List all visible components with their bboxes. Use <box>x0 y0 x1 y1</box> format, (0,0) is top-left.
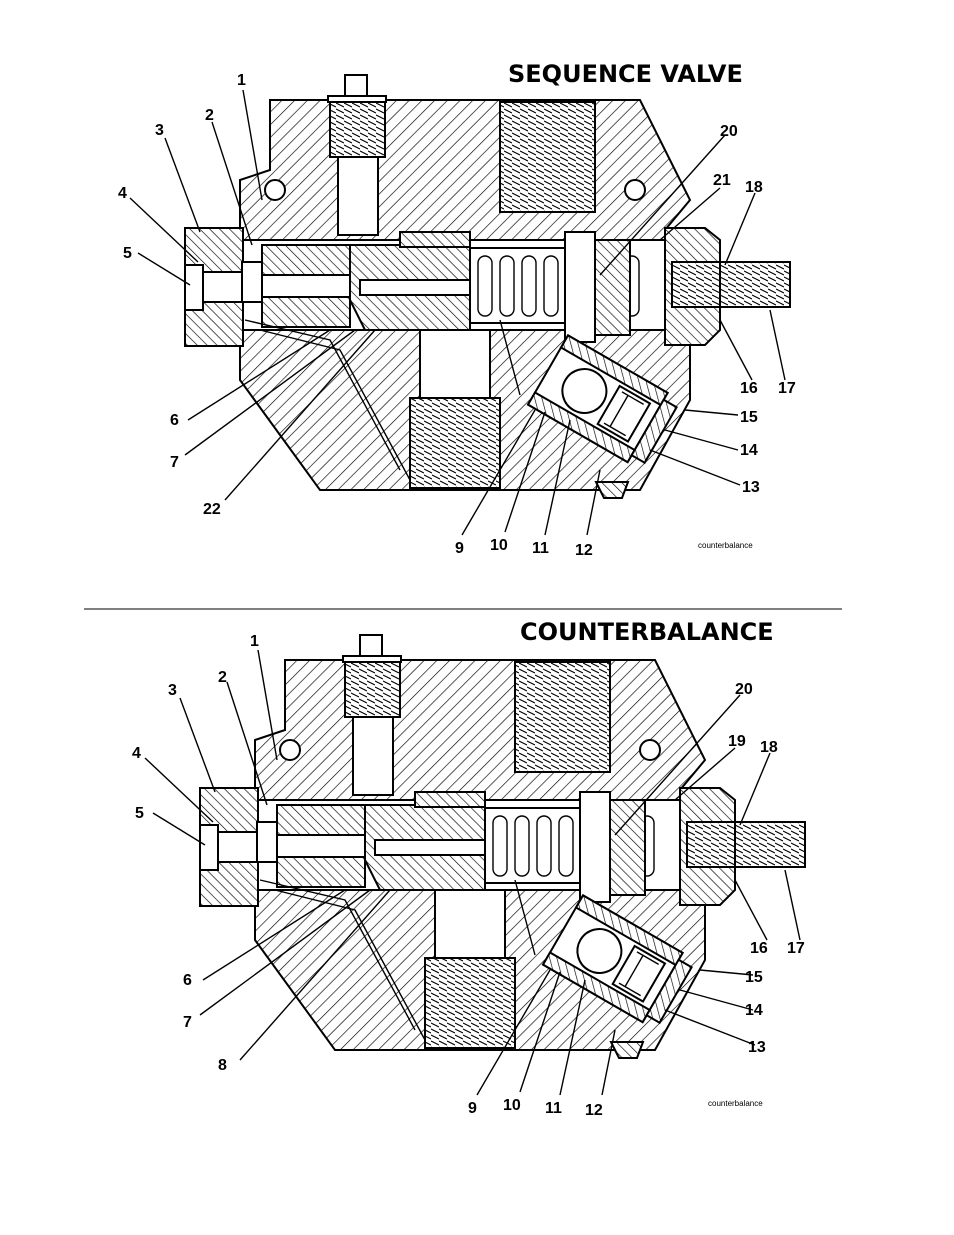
label-14: 14 <box>740 442 758 459</box>
label-8: 8 <box>218 1057 227 1074</box>
label-20: 20 <box>735 681 753 698</box>
counterbalance-title: COUNTERBALANCE <box>520 618 774 646</box>
label-6: 6 <box>170 412 179 429</box>
label-10: 10 <box>503 1097 521 1114</box>
label-2: 2 <box>205 107 214 124</box>
label-5: 5 <box>135 805 144 822</box>
label-1: 1 <box>237 72 246 89</box>
label-3: 3 <box>155 122 164 139</box>
label-14: 14 <box>745 1002 763 1019</box>
label-15: 15 <box>740 409 758 426</box>
label-21: 21 <box>713 172 731 189</box>
label-15: 15 <box>745 969 763 986</box>
label-18: 18 <box>745 179 763 196</box>
label-13: 13 <box>742 479 760 496</box>
sequence-valve-drawing <box>185 75 790 498</box>
label-16: 16 <box>740 380 758 397</box>
sequence-valve-diagram: SEQUENCE VALVE 1 2 3 4 5 6 7 22 9 10 11 … <box>118 60 796 559</box>
label-2: 2 <box>218 669 227 686</box>
label-16: 16 <box>750 940 768 957</box>
label-11: 11 <box>545 1100 562 1117</box>
label-19: 19 <box>728 733 746 750</box>
label-9: 9 <box>455 540 464 557</box>
label-17: 17 <box>778 380 796 397</box>
counterbalance-diagram: COUNTERBALANCE 1 2 3 4 5 6 7 8 9 10 11 1… <box>132 618 805 1119</box>
counterbalance-caption: counterbalance <box>708 1099 763 1108</box>
label-5: 5 <box>123 245 132 262</box>
sequence-valve-caption: counterbalance <box>698 541 753 550</box>
label-12: 12 <box>575 542 593 559</box>
label-18: 18 <box>760 739 778 756</box>
label-11: 11 <box>532 540 549 557</box>
label-20: 20 <box>720 123 738 140</box>
label-9: 9 <box>468 1100 477 1117</box>
label-7: 7 <box>170 454 179 471</box>
label-7: 7 <box>183 1014 192 1031</box>
label-10: 10 <box>490 537 508 554</box>
label-6: 6 <box>183 972 192 989</box>
label-22: 22 <box>203 501 221 518</box>
label-13: 13 <box>748 1039 766 1056</box>
label-17: 17 <box>787 940 805 957</box>
label-12: 12 <box>585 1102 603 1119</box>
label-3: 3 <box>168 682 177 699</box>
sequence-valve-title: SEQUENCE VALVE <box>508 60 743 88</box>
label-4: 4 <box>118 185 127 202</box>
label-4: 4 <box>132 745 141 762</box>
label-1: 1 <box>250 633 259 650</box>
counterbalance-drawing <box>200 635 805 1058</box>
